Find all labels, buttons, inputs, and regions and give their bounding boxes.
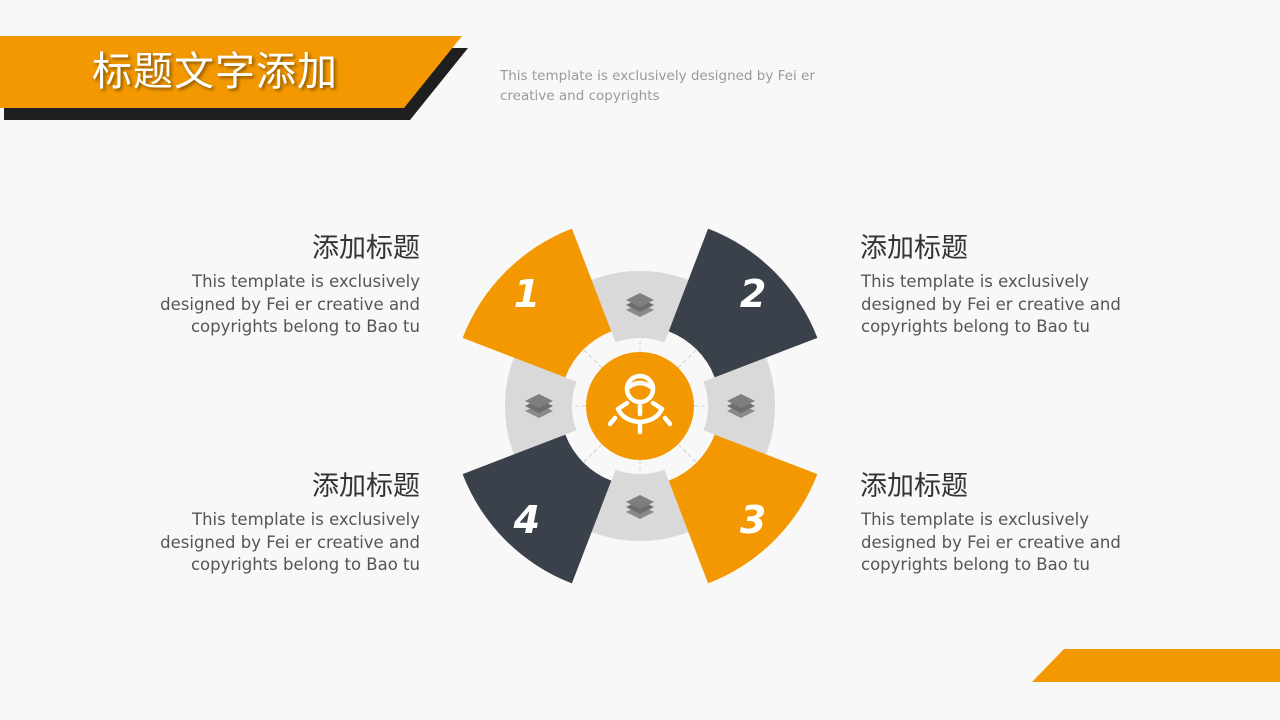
user-gear-icon [607, 373, 673, 435]
title-banner-fill [0, 36, 462, 108]
segment-2-number: 2 [740, 272, 766, 316]
layers-icon [626, 495, 654, 519]
segment-2 [668, 228, 818, 378]
segment-3 [668, 434, 818, 584]
segment-4-title: 添加标题 [312, 471, 420, 502]
layers-icon [525, 394, 553, 418]
segment-2-title: 添加标题 [860, 233, 968, 264]
page-title: 标题文字添加 [92, 49, 338, 95]
segment-1-number: 1 [514, 272, 540, 316]
title-banner [0, 36, 468, 120]
segment-3-text: This template is exclusively designed by… [861, 510, 1121, 574]
layers-icon [727, 394, 755, 418]
segment-3-title: 添加标题 [860, 471, 968, 502]
segment-1 [462, 228, 612, 378]
segment-1-text: This template is exclusively designed by… [160, 272, 420, 336]
segment-2-text: This template is exclusively designed by… [861, 272, 1121, 336]
segment-3-number: 3 [740, 498, 766, 542]
layers-icon [626, 293, 654, 317]
segment-4-text: This template is exclusively designed by… [160, 510, 420, 574]
segment-1-title: 添加标题 [312, 233, 420, 264]
footer-accent-bar [1032, 649, 1280, 682]
page-subtitle: This template is exclusively designed by… [500, 68, 815, 104]
segment-4 [462, 434, 612, 584]
segment-4-number: 4 [513, 498, 540, 542]
